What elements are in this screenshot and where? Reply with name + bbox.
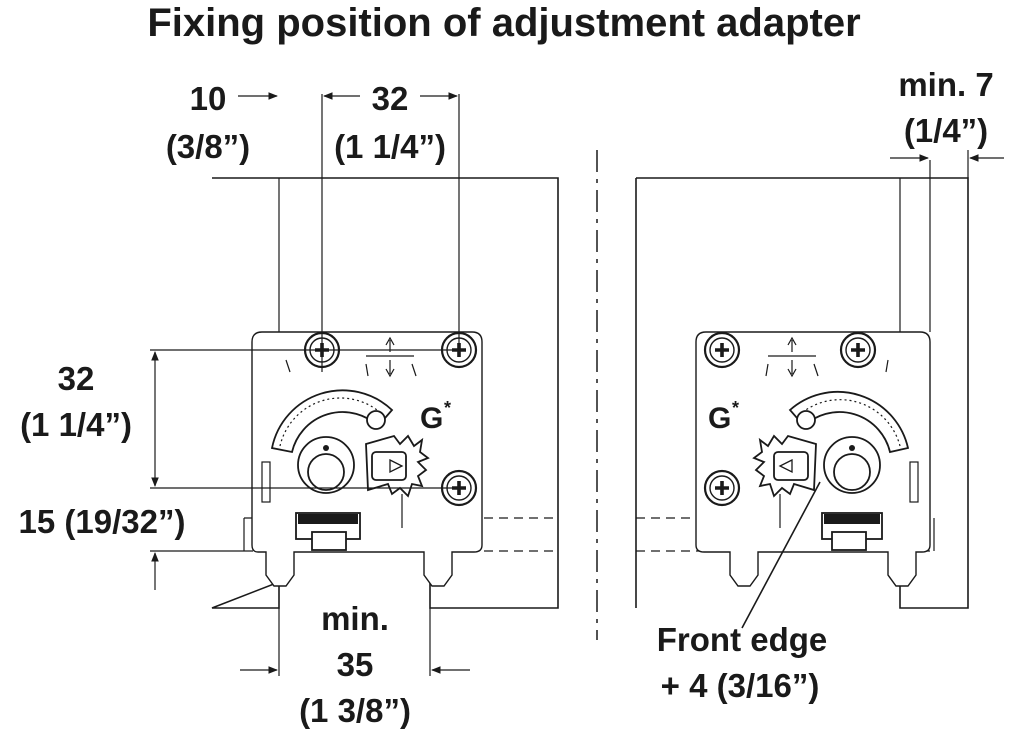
left-g-mark: G xyxy=(420,402,443,435)
dim-35-inch-label: (1 3/8”) xyxy=(299,692,411,729)
left-small-pin xyxy=(366,410,386,430)
dim-32v-inch-label: (1 1/4”) xyxy=(20,406,132,443)
right-small-pin xyxy=(796,410,816,430)
right-screw-top-2 xyxy=(839,331,877,369)
dim-10-label: 10 xyxy=(190,80,227,117)
dim-10-inch-label: (3/8”) xyxy=(166,128,250,165)
dim-7-inch-label: (1/4”) xyxy=(904,112,988,149)
left-gear-segment xyxy=(270,389,394,454)
left-runner-tab-foot xyxy=(311,531,347,551)
right-adapter: G * xyxy=(695,331,931,587)
right-cam-inner xyxy=(833,453,871,491)
right-drawer-outline xyxy=(635,177,969,609)
right-g-mark: G xyxy=(708,402,731,435)
left-lever-window xyxy=(371,451,407,481)
right-screw-bottom xyxy=(703,469,741,507)
diagram-title: Fixing position of adjustment adapter xyxy=(147,1,860,45)
dim-35-label-value: 35 xyxy=(337,646,374,683)
left-adapter: G * xyxy=(251,331,483,587)
right-g-asterisk: * xyxy=(732,398,739,418)
right-runner-tab-foot xyxy=(831,531,867,551)
dim-32h-inch-label: (1 1/4”) xyxy=(334,128,446,165)
dim-7-label: min. 7 xyxy=(898,66,993,103)
right-view: G * min. 7 (1/4”) Front edge + 4 (3/16”) xyxy=(635,66,1004,704)
front-edge-offset-label: + 4 (3/16”) xyxy=(661,667,820,704)
dim-32h-label: 32 xyxy=(372,80,409,117)
right-adapter-lug xyxy=(909,461,919,503)
right-gear-segment xyxy=(788,390,910,454)
front-edge-leader xyxy=(741,481,821,629)
dim-32v-label: 32 xyxy=(58,360,95,397)
front-edge-label: Front edge xyxy=(657,621,828,658)
dim-15-label: 15 (19/32”) xyxy=(19,503,186,540)
left-g-asterisk: * xyxy=(444,398,451,418)
left-cam-inner xyxy=(307,453,345,491)
left-view: G * 10 (3/8”) 32 (1 1/4”) 32 (1 1/4”) 15… xyxy=(19,80,559,729)
left-drawer-outline xyxy=(211,177,559,609)
right-screw-top-1 xyxy=(703,331,741,369)
dim-35-label-min: min. xyxy=(321,600,389,637)
left-adapter-lug xyxy=(261,461,271,503)
